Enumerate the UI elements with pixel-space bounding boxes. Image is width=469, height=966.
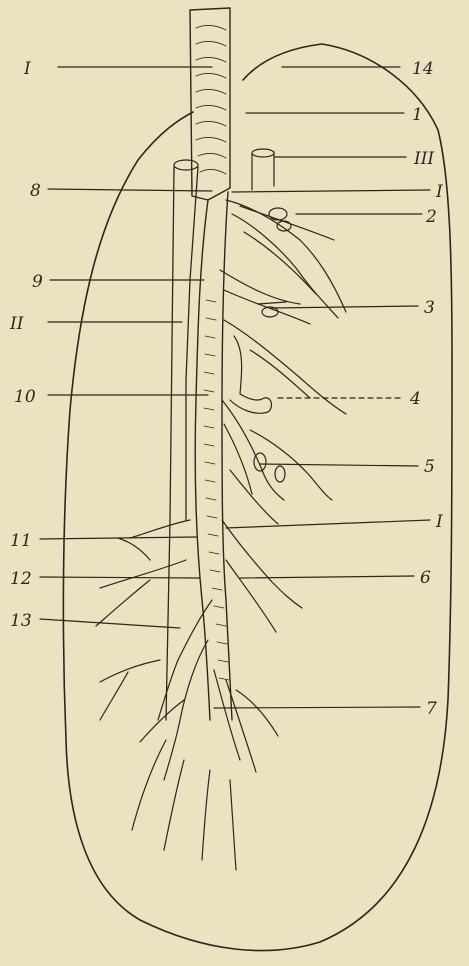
leader-5 [260,464,418,466]
leader-13 [40,619,180,628]
label-11: 11 [10,531,32,551]
lung-outline [63,44,452,951]
leader-8 [48,189,212,191]
leader-3 [272,306,418,308]
label-5: 5 [424,457,435,477]
label-1: 1 [412,105,423,125]
label-7: 7 [426,699,437,719]
leader-I-b [226,520,430,528]
tracheal-rings [196,25,226,174]
label-9: 9 [32,272,43,292]
vessel-III-stub [252,149,274,190]
label-3: 3 [424,298,435,318]
bronchus-hatching [204,300,229,680]
label-I-top: I [23,59,31,79]
label-I-a: I [435,182,443,202]
upper-branches [220,200,346,324]
vessel-II [166,160,198,720]
label-6: 6 [420,568,431,588]
main-bronchus [195,192,232,720]
middle-branches [222,320,346,524]
labels-left: I 8 9 II 10 11 12 13 [9,59,43,631]
label-III: III [413,149,434,169]
labels-right: 14 1 III I 2 3 4 5 I 6 7 [409,59,443,719]
leader-7 [214,707,420,708]
label-12: 12 [10,569,32,589]
label-2: 2 [425,207,437,227]
label-I-b: I [435,512,443,532]
label-4: 4 [409,389,421,409]
label-II: II [9,314,24,334]
leader-lines [40,67,430,708]
leader-I-a [232,190,430,192]
label-13: 13 [10,611,32,631]
label-8: 8 [30,181,41,201]
label-10: 10 [14,387,36,407]
label-14: 14 [412,59,434,79]
trachea [190,8,230,200]
